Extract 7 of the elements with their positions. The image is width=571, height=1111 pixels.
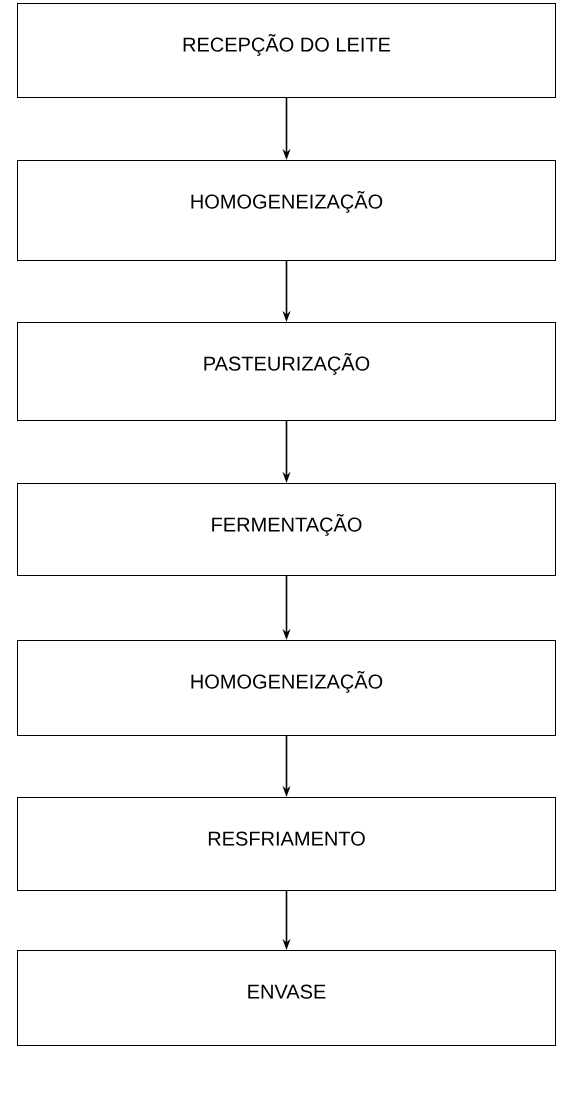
process-box: RESFRIAMENTO bbox=[17, 797, 556, 891]
process-box: RECEPÇÃO DO LEITE bbox=[17, 3, 556, 98]
process-box: PASTEURIZAÇÃO bbox=[17, 322, 556, 421]
process-box: HOMOGENEIZAÇÃO bbox=[17, 640, 556, 736]
process-box: FERMENTAÇÃO bbox=[17, 483, 556, 576]
process-box: HOMOGENEIZAÇÃO bbox=[17, 160, 556, 261]
process-box: ENVASE bbox=[17, 950, 556, 1046]
